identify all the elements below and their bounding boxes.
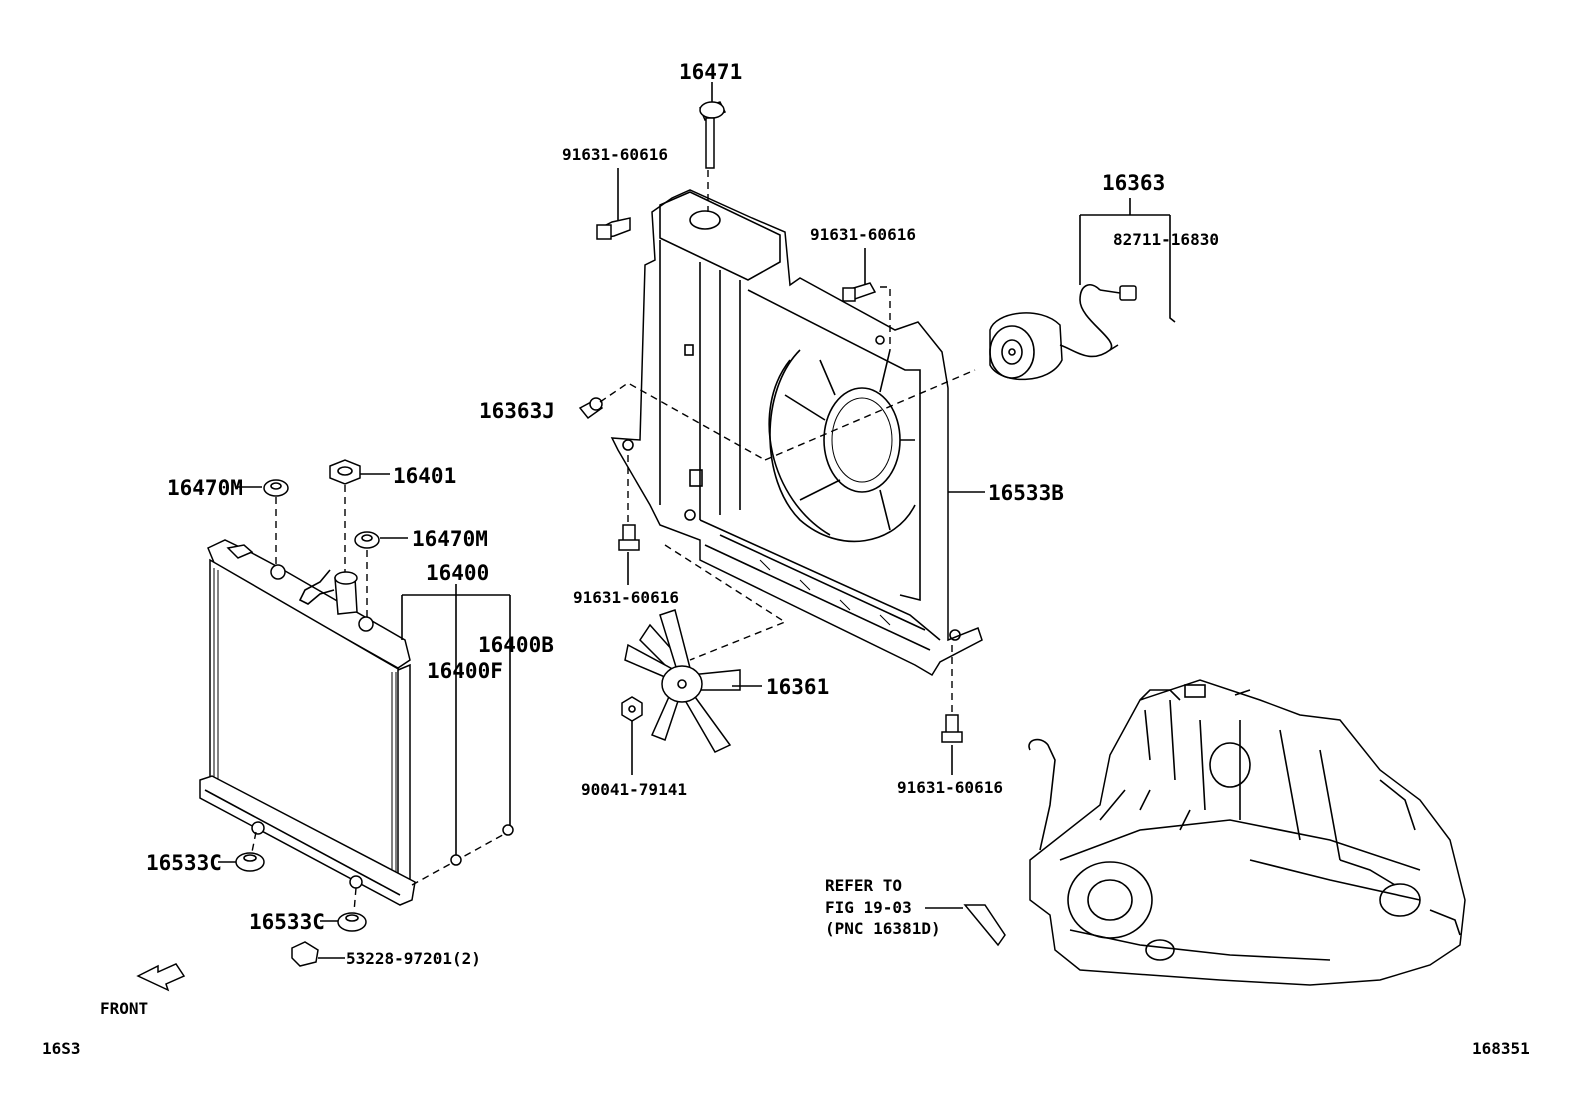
cushion-16533C-b[interactable]	[337, 912, 367, 932]
bolt-91631-a[interactable]	[596, 217, 631, 240]
label-91631-d: 91631-60616	[897, 778, 1003, 797]
plug-16470M-b[interactable]	[354, 531, 380, 549]
radiator[interactable]	[199, 539, 416, 906]
bolt-91631-c[interactable]	[618, 524, 640, 551]
label-91631-b: 91631-60616	[810, 225, 916, 244]
front-arrow-icon	[136, 963, 186, 992]
cushion-16533C-a[interactable]	[235, 852, 265, 872]
label-16361: 16361	[766, 675, 829, 699]
label-16400F: 16400F	[427, 659, 503, 683]
front-label: FRONT	[100, 999, 148, 1018]
code-right: 168351	[1472, 1039, 1530, 1058]
label-82711: 82711-16830	[1113, 230, 1219, 249]
refer-line-1: REFER TO	[825, 876, 902, 895]
label-91631-a: 91631-60616	[562, 145, 668, 164]
fan-shroud[interactable]	[610, 189, 983, 677]
nut-90041[interactable]	[621, 696, 643, 722]
label-16471: 16471	[679, 60, 742, 84]
fan-blade[interactable]	[624, 609, 741, 753]
plug-16470M-a[interactable]	[263, 479, 289, 497]
label-90041: 90041-79141	[581, 780, 687, 799]
bolt-91631-b[interactable]	[842, 282, 877, 302]
label-16533C-a: 16533C	[146, 851, 222, 875]
radiator-cap-16401[interactable]	[329, 459, 361, 485]
label-16533B: 16533B	[988, 481, 1064, 505]
clip-16363J[interactable]	[578, 397, 604, 420]
label-16401: 16401	[393, 464, 456, 488]
label-16400B: 16400B	[478, 633, 554, 657]
label-16363: 16363	[1102, 171, 1165, 195]
bolt-91631-d[interactable]	[941, 714, 963, 743]
label-91631-c: 91631-60616	[573, 588, 679, 607]
label-16470M-b: 16470M	[412, 527, 488, 551]
label-16363J: 16363J	[479, 399, 555, 423]
part-16471[interactable]	[698, 101, 727, 169]
label-16533C-b: 16533C	[249, 910, 325, 934]
label-16400: 16400	[426, 561, 489, 585]
label-53228: 53228-97201(2)	[346, 949, 481, 968]
fan-motor[interactable]	[989, 284, 1137, 381]
refer-line-2: FIG 19-03	[825, 898, 912, 917]
code-left: 16S3	[42, 1039, 81, 1058]
label-16470M-a: 16470M	[167, 476, 243, 500]
clip-53228[interactable]	[291, 941, 319, 967]
refer-line-3: (PNC 16381D)	[825, 919, 941, 938]
engine-reference	[963, 679, 1466, 986]
